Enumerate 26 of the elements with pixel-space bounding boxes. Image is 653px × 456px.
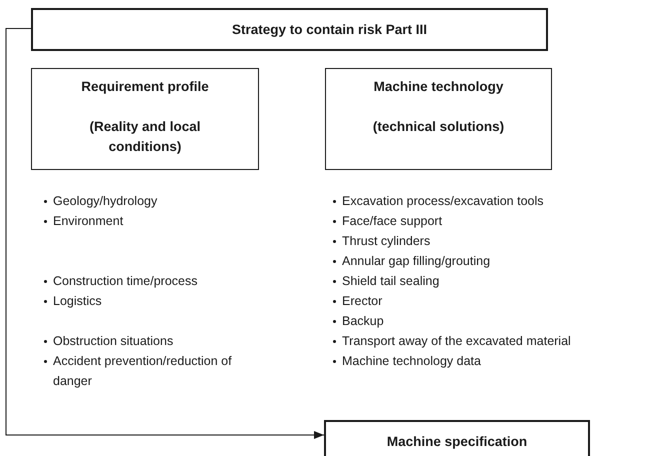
list-item: Backup — [342, 313, 384, 330]
process-box — [31, 8, 548, 51]
list-item: Machine technology data — [342, 353, 481, 370]
connector-arrow — [6, 28, 324, 439]
list-item: Transport away of the excavated material — [342, 333, 571, 350]
box-heading: Machine technology — [374, 78, 504, 96]
list-item: Shield tail sealing — [342, 273, 440, 290]
list-item: Construction time/process — [53, 273, 198, 290]
process-box — [31, 68, 259, 170]
box-heading: Requirement profile — [81, 78, 209, 96]
list-item: Obstruction situations — [53, 333, 174, 350]
box-heading: Strategy to contain risk Part III — [230, 20, 428, 39]
list-item: Erector — [342, 293, 382, 310]
list-item: Thrust cylinders — [342, 233, 430, 250]
list-item: Face/face support — [342, 213, 442, 230]
list-item: Environment — [53, 213, 124, 230]
box-subheading: (technical solutions) — [372, 118, 504, 136]
box-heading: Machine specification — [386, 433, 528, 451]
box-subheading: (Reality and local conditions) — [88, 118, 202, 156]
process-box — [325, 68, 552, 170]
list-item: Geology/hydrology — [53, 193, 158, 210]
list-item: Accident prevention/reduction of danger — [53, 353, 233, 390]
list-item: Logistics — [53, 293, 102, 310]
list-item: Annular gap filling/grouting — [342, 253, 490, 270]
process-box — [324, 420, 590, 456]
list-item: Excavation process/excavation tools — [342, 193, 544, 210]
